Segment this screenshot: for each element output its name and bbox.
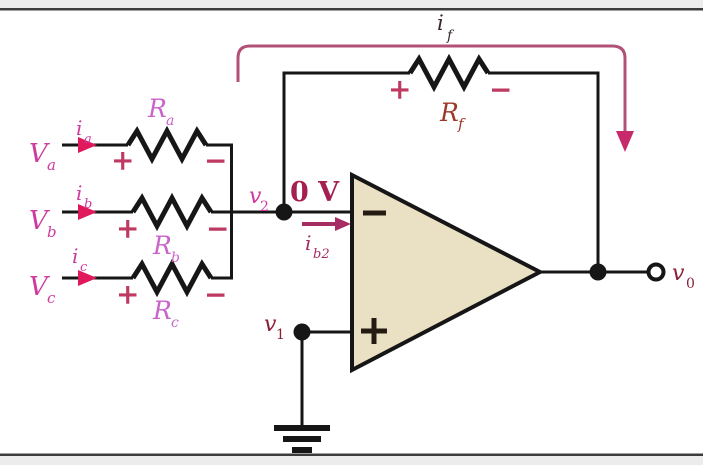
ia-label: i	[76, 116, 82, 140]
ib2-label: i	[305, 231, 311, 255]
rf-label: R	[439, 98, 459, 127]
v1-label-sub: 1	[276, 327, 285, 343]
vc-label: V	[29, 272, 50, 302]
vc-label-sub: c	[47, 289, 56, 307]
vb-label: V	[29, 206, 50, 236]
rf-minus-sign: −	[489, 73, 512, 106]
ib2-label-sub: b2	[313, 247, 330, 262]
vb-label-sub: b	[47, 223, 57, 241]
rc-plus-sign: +	[116, 278, 139, 311]
rc-minus-sign: −	[204, 278, 227, 311]
current-arrow-ia-icon	[78, 137, 97, 153]
node-v1-dot	[293, 323, 311, 341]
rb-label-sub: b	[171, 250, 180, 266]
node-v2-dot	[275, 203, 293, 221]
resistor-rb	[130, 192, 214, 232]
v0-label-sub: 0	[686, 276, 695, 292]
ra-label: R	[147, 94, 167, 123]
current-arrow-ic-icon	[78, 270, 97, 286]
if-label-sub: f	[446, 28, 455, 44]
va-label: V	[29, 139, 50, 169]
ic-label: i	[72, 244, 78, 268]
ib-label-sub: b	[84, 197, 92, 212]
rc-label: R	[152, 296, 172, 325]
rf-plus-sign: +	[388, 73, 411, 106]
v2-label-sub: 2	[260, 199, 269, 215]
current-arrow-ib-icon	[78, 204, 97, 220]
if-label: i	[437, 11, 444, 35]
opamp-noninverting-input-sign	[361, 318, 387, 344]
rb-plus-sign: +	[116, 212, 139, 245]
v0-label: v	[672, 261, 685, 286]
top-band	[0, 0, 703, 8]
resistor-ra	[125, 125, 209, 165]
current-arrow-if-icon	[616, 131, 634, 152]
va-label-sub: a	[47, 156, 56, 174]
ra-minus-sign: −	[204, 144, 227, 177]
node-output-junction-dot	[589, 263, 607, 281]
rb-minus-sign: −	[206, 212, 229, 245]
rb-label: R	[152, 231, 172, 260]
ib-label: i	[76, 181, 82, 205]
top-border-line	[0, 8, 703, 11]
rc-label-sub: c	[171, 315, 179, 331]
ia-label-sub: a	[84, 132, 92, 147]
zero-volt-label: 0 V	[290, 177, 340, 208]
resistor-rf	[407, 53, 491, 93]
bottom-band	[0, 456, 703, 465]
ground-icon	[274, 425, 330, 453]
bottom-border-line	[0, 453, 703, 456]
v2-label: v	[249, 184, 262, 209]
resistor-rc	[130, 258, 214, 298]
output-terminal-icon	[646, 262, 666, 282]
rf-label-sub: f	[457, 115, 466, 133]
ra-plus-sign: +	[111, 144, 134, 177]
current-path-if	[236, 44, 627, 133]
ra-label-sub: a	[166, 113, 174, 129]
ic-label-sub: c	[80, 260, 88, 275]
current-arrow-ib2-icon	[335, 217, 351, 231]
v1-label: v	[264, 312, 277, 337]
opamp-triangle	[350, 171, 545, 374]
